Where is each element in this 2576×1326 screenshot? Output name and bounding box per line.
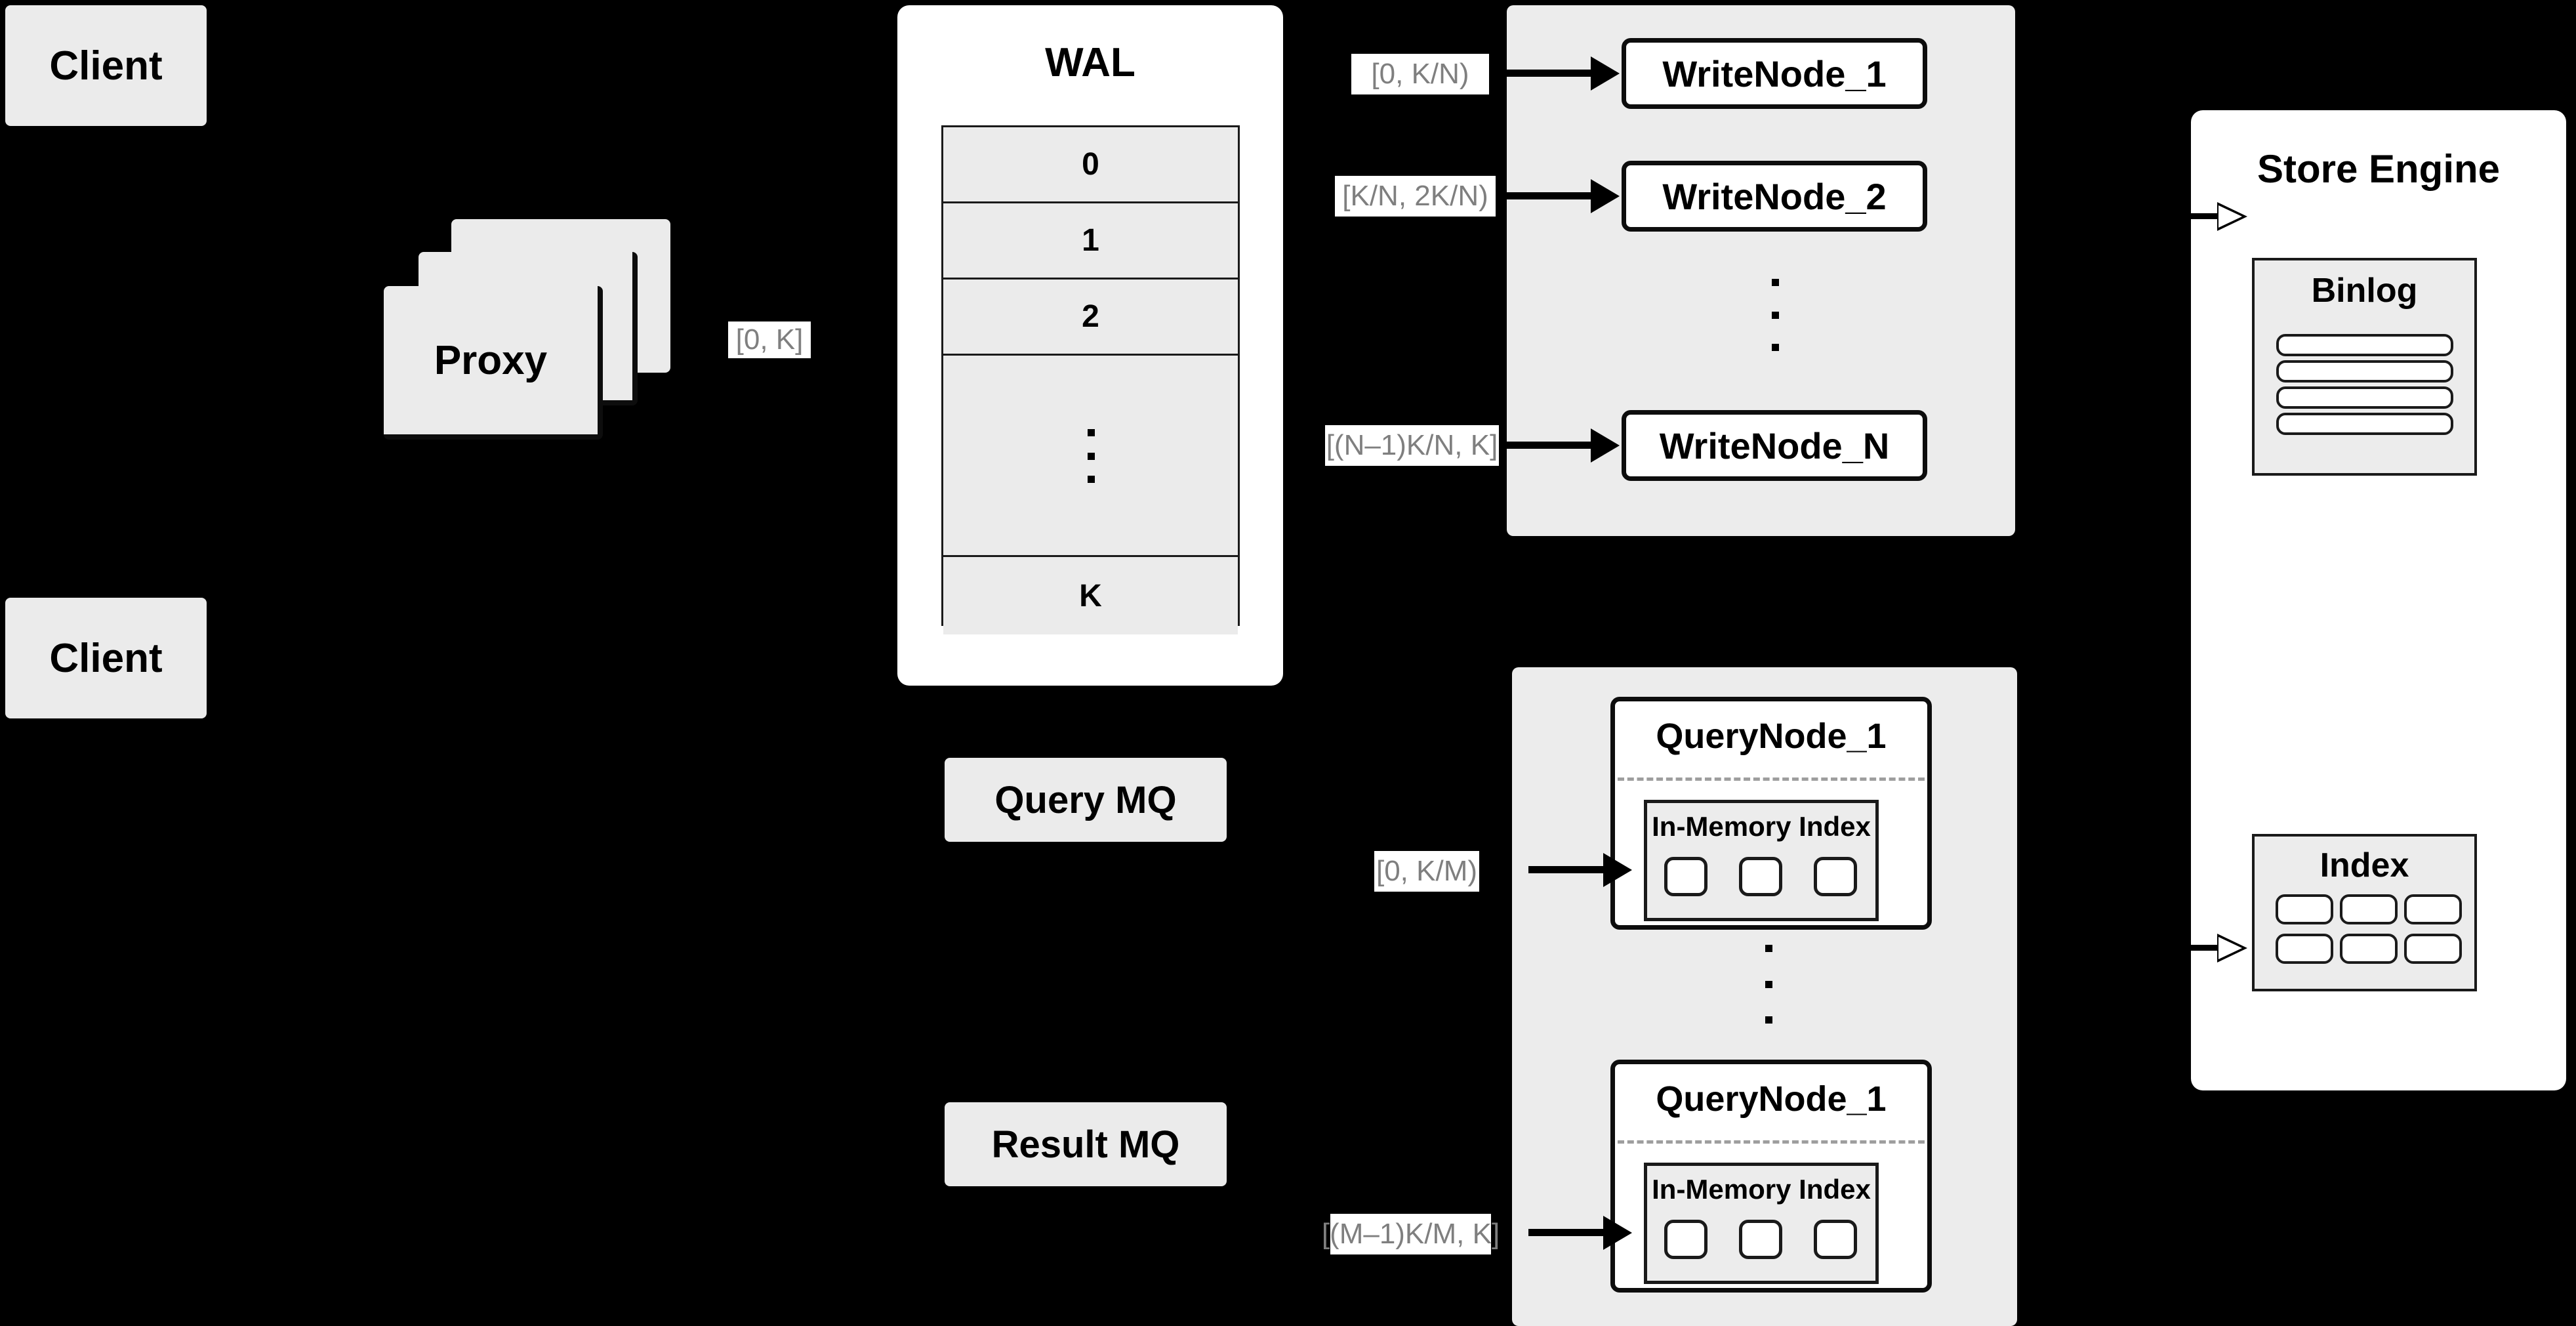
- query-node-2-inmemory-index-title: In-Memory Index: [1652, 1174, 1871, 1205]
- binlog-panel: Binlog: [2252, 258, 2477, 476]
- store-engine-container: Store Engine Binlog Index: [2191, 110, 2566, 1090]
- query-node-2: QueryNode_1 In-Memory Index: [1610, 1060, 1932, 1293]
- edge-label-to-write-node-2: [K/N, 2K/N): [1335, 176, 1496, 217]
- arrow-line-to-write-node-n: [1499, 442, 1601, 449]
- query-node-2-inmemory-index: In-Memory Index: [1644, 1163, 1879, 1284]
- index-slot-5: [2340, 934, 2398, 964]
- index-slot-4: [2276, 934, 2333, 964]
- index-title: Index: [2320, 846, 2409, 884]
- arrow-line-to-index: [2184, 945, 2225, 951]
- client-node-1-label: Client: [49, 43, 163, 89]
- edge-label-to-write-node-1: [0, K/N): [1351, 54, 1489, 94]
- query-mq-label: Query MQ: [994, 778, 1177, 821]
- index-slot-3: [2404, 894, 2462, 924]
- arrow-line-to-write-node-2: [1499, 192, 1601, 199]
- result-mq-label: Result MQ: [991, 1123, 1180, 1166]
- index-slot-2: [2340, 894, 2398, 924]
- query-node-1-index-slot-2: [1739, 857, 1782, 896]
- query-node-1-divider: [1618, 777, 1925, 781]
- arrow-head-to-write-node-n: [1591, 428, 1620, 463]
- query-node-1-label: QueryNode_1: [1656, 716, 1887, 756]
- wal-cell-1: 1: [943, 203, 1238, 280]
- edge-label-to-query-node-2: [(M–1)K/M, K]: [1322, 1214, 1500, 1254]
- edge-label-to-query-node-1: [0, K/M): [1374, 851, 1479, 892]
- wal-ellipsis-dots: [1087, 429, 1095, 483]
- arrow-line-to-query-node-2: [1528, 1229, 1614, 1236]
- arrow-head-to-query-node-1: [1603, 853, 1632, 887]
- store-engine-title: Store Engine: [2257, 147, 2501, 191]
- query-node-2-index-slot-3: [1814, 1220, 1857, 1259]
- edge-label-to-write-node-n: [(N–1)K/N, K]: [1325, 425, 1499, 466]
- wal-cell-2: 2: [943, 280, 1238, 356]
- wal-container: WAL 0 1 2 K: [897, 5, 1283, 686]
- query-node-2-index-slot-2: [1739, 1220, 1782, 1259]
- query-node-2-label: QueryNode_1: [1656, 1079, 1887, 1119]
- write-node-1-label: WriteNode_1: [1662, 52, 1887, 94]
- result-mq-node: Result MQ: [945, 1102, 1227, 1186]
- write-node-n-label: WriteNode_N: [1659, 425, 1890, 466]
- binlog-slot-3: [2276, 386, 2453, 409]
- query-node-1-index-slot-1: [1664, 857, 1707, 896]
- edge-label-proxy-to-wal: [0, K]: [728, 321, 811, 358]
- write-node-n: WriteNode_N: [1622, 410, 1927, 481]
- arrow-head-to-binlog: [2217, 202, 2247, 231]
- write-cluster-ellipsis-dots: [1771, 279, 1779, 351]
- binlog-slot-4: [2276, 413, 2453, 435]
- wal-cell-0: 0: [943, 127, 1238, 203]
- arrow-line-to-write-node-1: [1499, 70, 1601, 77]
- index-slot-6: [2404, 934, 2462, 964]
- wal-cell-k: K: [943, 557, 1238, 634]
- query-node-2-divider: [1618, 1140, 1925, 1144]
- binlog-slot-2: [2276, 360, 2453, 383]
- query-mq-node: Query MQ: [945, 758, 1227, 842]
- arrow-line-to-binlog: [2184, 213, 2225, 219]
- arrow-head-to-write-node-2: [1591, 179, 1620, 213]
- binlog-title: Binlog: [2311, 272, 2418, 310]
- client-node-2: Client: [5, 598, 207, 718]
- wal-cell-ellipsis: [943, 356, 1238, 557]
- query-node-2-index-slot-1: [1664, 1220, 1707, 1259]
- write-node-1: WriteNode_1: [1622, 38, 1927, 109]
- arrow-line-to-query-node-1: [1528, 866, 1614, 873]
- binlog-slot-1: [2276, 334, 2453, 356]
- query-node-1: QueryNode_1 In-Memory Index: [1610, 697, 1932, 930]
- query-node-1-inmemory-index-title: In-Memory Index: [1652, 811, 1871, 842]
- proxy-node: Proxy: [384, 286, 603, 440]
- query-node-1-inmemory-index: In-Memory Index: [1644, 800, 1879, 921]
- client-node-1: Client: [5, 5, 207, 126]
- proxy-node-label: Proxy: [434, 337, 548, 383]
- arrow-head-to-write-node-1: [1591, 56, 1620, 91]
- index-slot-1: [2276, 894, 2333, 924]
- wal-table: 0 1 2 K: [941, 125, 1240, 634]
- wal-title: WAL: [1045, 40, 1135, 85]
- query-node-1-index-slot-3: [1814, 857, 1857, 896]
- write-node-2-label: WriteNode_2: [1662, 175, 1887, 217]
- index-panel: Index: [2252, 834, 2477, 991]
- write-node-2: WriteNode_2: [1622, 161, 1927, 232]
- arrow-head-to-index: [2217, 934, 2247, 963]
- arrow-head-to-query-node-2: [1603, 1216, 1632, 1250]
- query-cluster-ellipsis-dots: [1765, 945, 1772, 1024]
- client-node-2-label: Client: [49, 635, 163, 681]
